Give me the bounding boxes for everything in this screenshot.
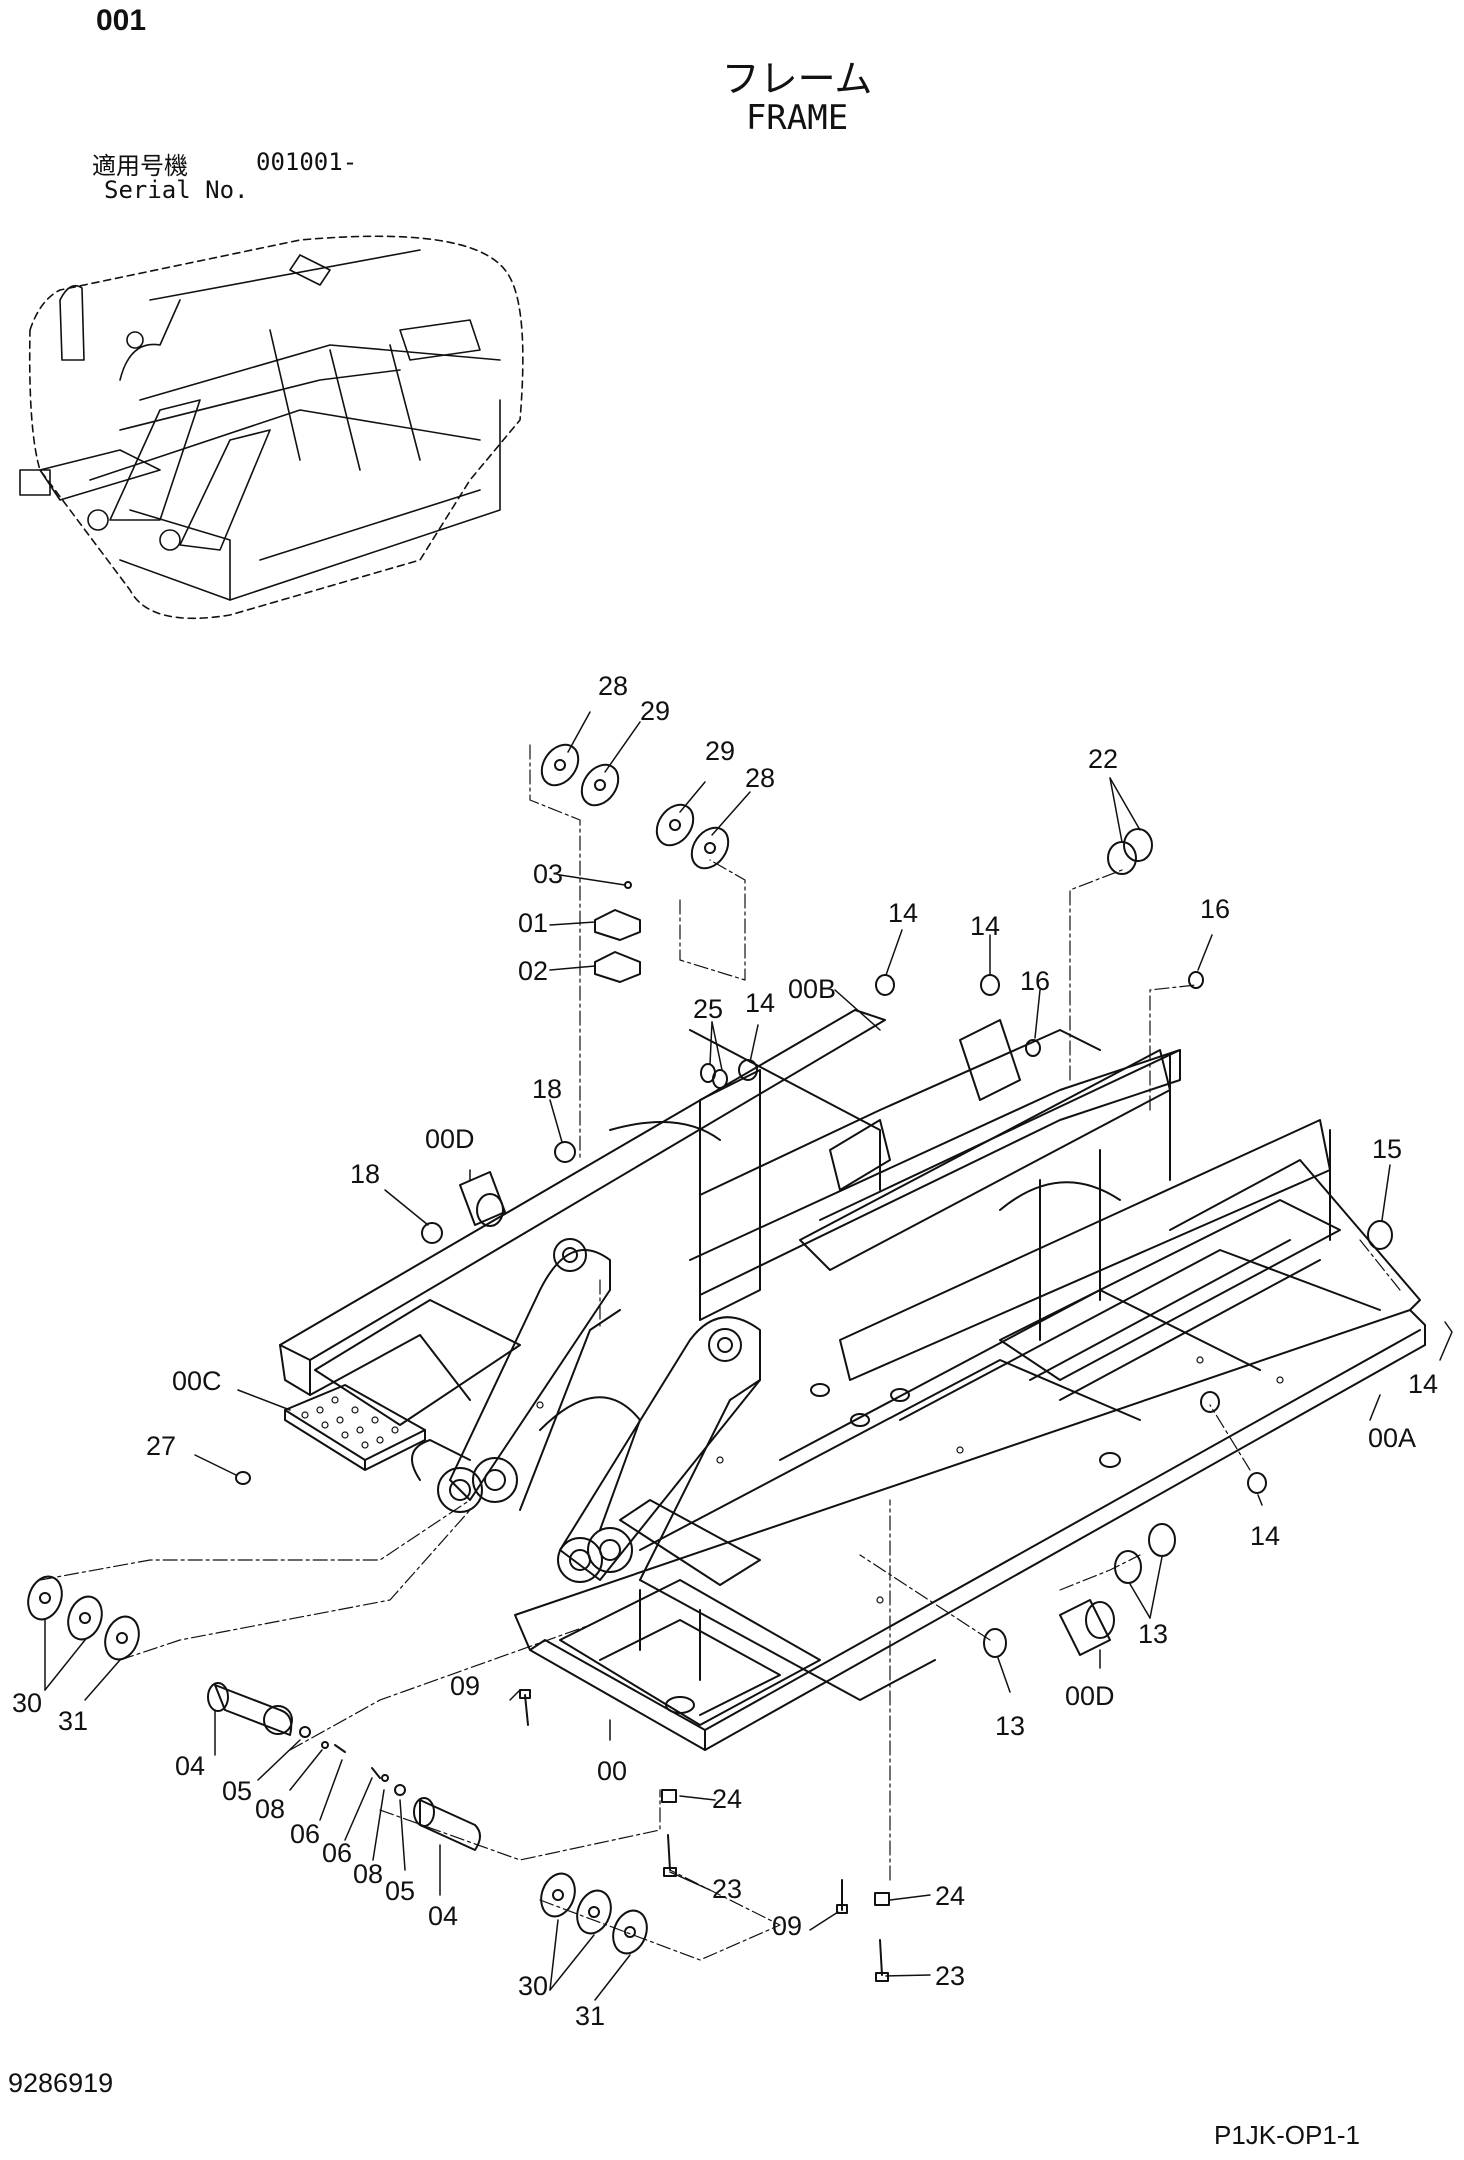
sheet-code: P1JK-OP1-1 — [1214, 2120, 1360, 2150]
callout-05: 05 — [222, 1776, 252, 1806]
callout-28: 28 — [745, 763, 775, 793]
callout-00C: 00C — [172, 1366, 222, 1396]
callout-06: 06 — [322, 1838, 352, 1868]
leader-lines — [44, 711, 1453, 2001]
callout-05: 05 — [385, 1876, 415, 1906]
callout-31: 31 — [58, 1706, 88, 1736]
callout-00D: 00D — [425, 1124, 475, 1154]
callout-14: 14 — [888, 898, 918, 928]
callout-16: 16 — [1020, 966, 1050, 996]
callout-04: 04 — [175, 1751, 205, 1781]
callout-08: 08 — [255, 1794, 285, 1824]
callout-labels: 28 29 29 28 22 03 01 02 14 14 16 16 25 1… — [12, 671, 1438, 2031]
title-japanese: フレーム — [721, 57, 873, 101]
main-frame — [279, 1009, 1426, 1751]
serial-number-value: 001001- — [256, 148, 358, 176]
callout-04: 04 — [428, 1901, 458, 1931]
callout-27: 27 — [146, 1431, 176, 1461]
machine-overview-illustration — [19, 235, 524, 620]
callout-06: 06 — [290, 1819, 320, 1849]
callout-09: 09 — [450, 1671, 480, 1701]
callout-29: 29 — [705, 736, 735, 766]
callout-18: 18 — [532, 1074, 562, 1104]
callout-14: 14 — [745, 988, 775, 1018]
callout-15: 15 — [1372, 1134, 1402, 1164]
callout-14: 14 — [1250, 1521, 1280, 1551]
callout-02: 02 — [518, 956, 548, 986]
drawing-number: 9286919 — [8, 2068, 114, 2098]
callout-00: 00 — [597, 1756, 627, 1786]
callout-03: 03 — [533, 859, 563, 889]
callout-31: 31 — [575, 2001, 605, 2031]
callout-30: 30 — [518, 1971, 548, 2001]
callout-13: 13 — [995, 1711, 1025, 1741]
callout-22: 22 — [1088, 744, 1118, 774]
assembly-lines — [39, 744, 1401, 1961]
callout-00A: 00A — [1368, 1423, 1416, 1453]
page-number: 001 — [96, 4, 147, 37]
callout-16: 16 — [1200, 894, 1230, 924]
callout-14: 14 — [1408, 1369, 1438, 1399]
callout-14: 14 — [970, 911, 1000, 941]
callout-13: 13 — [1138, 1619, 1168, 1649]
title-english: FRAME — [745, 98, 849, 138]
callout-29: 29 — [640, 696, 670, 726]
callout-00B: 00B — [788, 974, 836, 1004]
callout-01: 01 — [518, 908, 548, 938]
callout-28: 28 — [598, 671, 628, 701]
callout-23: 23 — [935, 1961, 965, 1991]
callout-09: 09 — [772, 1911, 802, 1941]
callout-23: 23 — [712, 1874, 742, 1904]
callout-25: 25 — [693, 994, 723, 1024]
serial-label-english: Serial No. — [104, 176, 249, 204]
callout-30: 30 — [12, 1688, 42, 1718]
callout-08: 08 — [353, 1859, 383, 1889]
loose-parts — [27, 743, 1393, 1982]
callout-24: 24 — [935, 1881, 965, 1911]
callout-18: 18 — [350, 1159, 380, 1189]
serial-label-japanese: 適用号機 — [92, 152, 188, 180]
callout-24: 24 — [712, 1784, 742, 1814]
callout-00D: 00D — [1065, 1681, 1115, 1711]
